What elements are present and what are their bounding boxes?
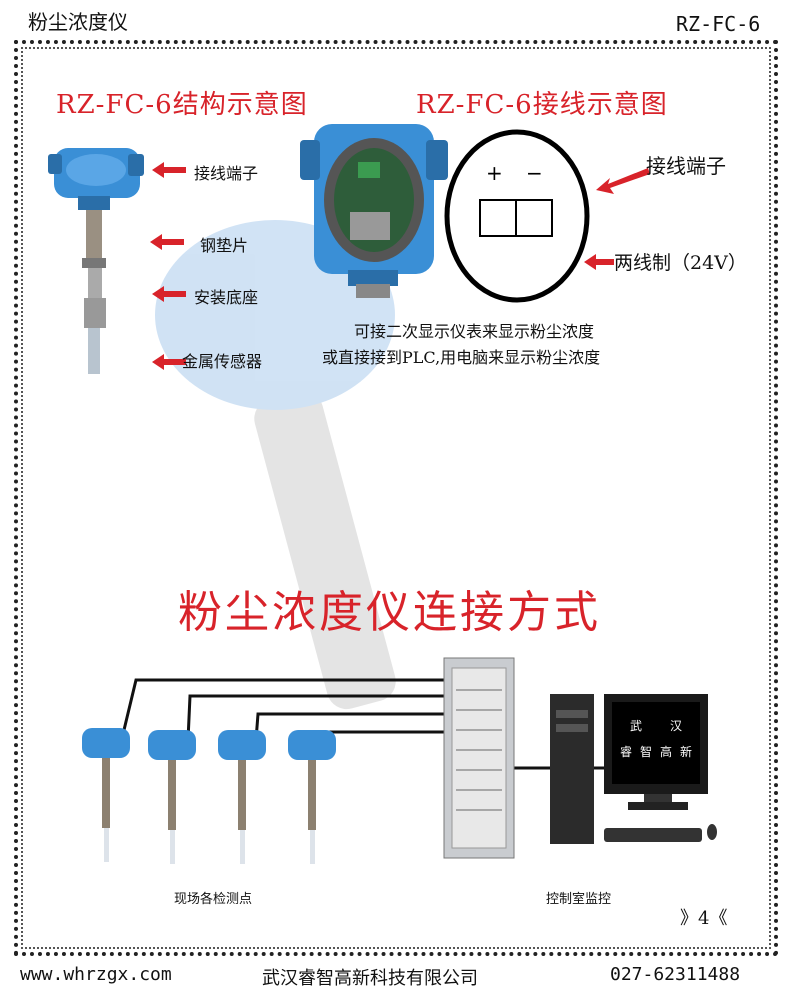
connection-diagram: 武 汉 睿 智 高 新 bbox=[82, 657, 717, 864]
arrow-icon bbox=[596, 164, 650, 198]
minus-terminal: − bbox=[526, 161, 543, 185]
header-title: 粉尘浓度仪 bbox=[28, 10, 128, 34]
monitor-text: 新 bbox=[680, 744, 692, 759]
wiring-terminal-label: 接线端子 bbox=[646, 154, 726, 178]
field-sensor bbox=[82, 728, 130, 862]
footer-url[interactable]: www.whrzgx.com bbox=[20, 964, 172, 985]
label-sensor: 金属传感器 bbox=[182, 352, 263, 371]
structure-title: RZ-FC-6结构示意图 bbox=[56, 90, 308, 120]
monitor-text: 高 bbox=[660, 744, 672, 759]
page-number: 》4《 bbox=[680, 908, 728, 929]
footer-phone: 027-62311488 bbox=[610, 964, 741, 985]
wiring-diagram: + − bbox=[444, 129, 590, 303]
wiring-note-2: 或直接接到PLC,用电脑来显示粉尘浓度 bbox=[322, 348, 601, 367]
wiring-title: RZ-FC-6接线示意图 bbox=[416, 90, 668, 120]
monitor-text: 睿 bbox=[620, 744, 632, 759]
two-wire-label: 两线制（24V） bbox=[614, 252, 747, 274]
label-base: 安装底座 bbox=[194, 288, 259, 307]
page-frame bbox=[14, 40, 778, 956]
terminal-box-illustration bbox=[300, 124, 448, 298]
arrow-icon bbox=[150, 234, 184, 254]
control-room-label: 控制室监控 bbox=[546, 892, 612, 907]
arrow-icon bbox=[152, 286, 186, 306]
monitor-text: 武 bbox=[630, 719, 642, 733]
monitor-text: 智 bbox=[640, 744, 652, 759]
sensor-structure-illustration bbox=[48, 148, 144, 374]
field-points-label: 现场各检测点 bbox=[174, 892, 253, 907]
arrow-icon bbox=[152, 354, 186, 374]
monitor-text: 汉 bbox=[670, 719, 682, 733]
plus-terminal: + bbox=[486, 161, 503, 185]
wiring-note-1: 可接二次显示仪表来显示粉尘浓度 bbox=[354, 322, 595, 341]
arrow-icon bbox=[152, 162, 186, 182]
connection-title: 粉尘浓度仪连接方式 bbox=[178, 587, 601, 638]
footer-company: 武汉睿智高新科技有限公司 bbox=[262, 968, 478, 989]
label-washer: 钢垫片 bbox=[200, 236, 249, 255]
arrow-icon bbox=[584, 254, 614, 274]
header-model: RZ-FC-6 bbox=[676, 12, 761, 36]
label-terminal: 接线端子 bbox=[194, 164, 259, 183]
